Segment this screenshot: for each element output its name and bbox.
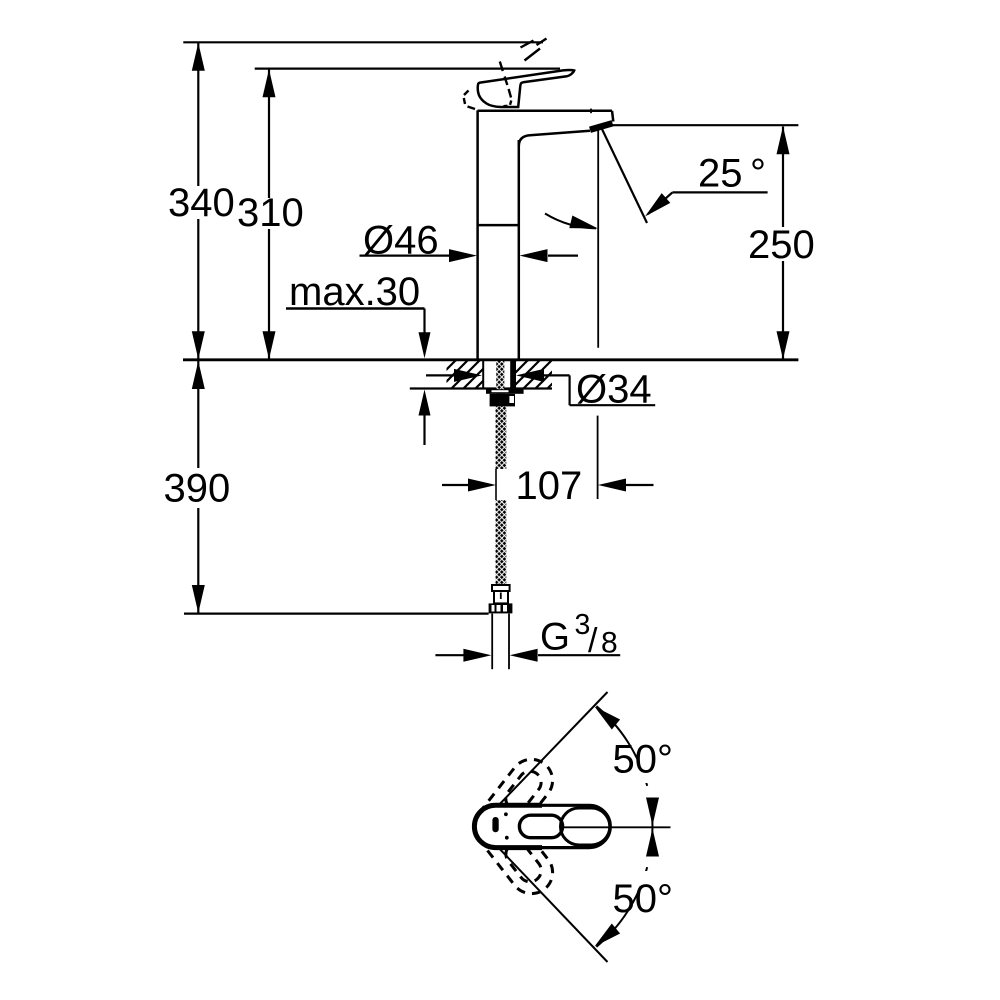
svg-text:250: 250 xyxy=(748,223,815,267)
svg-text:25°: 25° xyxy=(698,152,766,196)
svg-text:Ø46: Ø46 xyxy=(363,219,439,263)
svg-text:max.30: max.30 xyxy=(289,270,420,314)
svg-text:Ø34: Ø34 xyxy=(576,368,652,412)
svg-text:390: 390 xyxy=(164,467,231,511)
svg-text:107: 107 xyxy=(516,464,583,508)
svg-text:50°: 50° xyxy=(613,877,674,921)
svg-text:340: 340 xyxy=(168,181,235,225)
svg-text:8: 8 xyxy=(601,627,618,660)
svg-text:/: / xyxy=(588,622,598,660)
svg-text:G: G xyxy=(540,616,570,659)
svg-text:310: 310 xyxy=(237,191,304,235)
svg-text:3: 3 xyxy=(575,609,591,641)
svg-text:50°: 50° xyxy=(613,738,674,782)
